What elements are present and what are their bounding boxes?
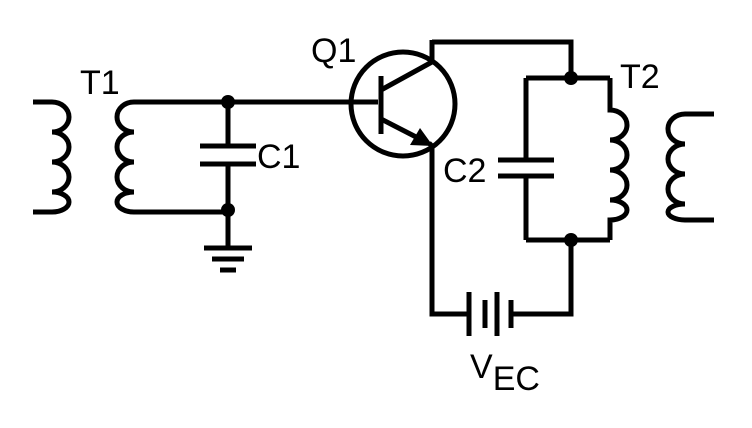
q1-emitter-arrow-icon bbox=[410, 128, 433, 146]
q1-collector-lead bbox=[379, 40, 435, 93]
label-c2: C2 bbox=[443, 152, 486, 190]
t2-secondary-coil bbox=[665, 111, 714, 223]
junction-dot-c1-top bbox=[221, 95, 235, 109]
label-c1: C1 bbox=[257, 138, 300, 176]
ground-icon bbox=[204, 245, 252, 273]
t2-primary-coil bbox=[607, 78, 630, 240]
wire-emitter-to-battery bbox=[429, 148, 470, 317]
label-t2: T2 bbox=[620, 58, 660, 96]
label-vec: VEC bbox=[470, 348, 540, 398]
junction-dot-tank-top bbox=[564, 71, 578, 85]
q1-emitter-lead bbox=[379, 116, 422, 142]
label-q1: Q1 bbox=[311, 32, 356, 70]
battery-icon bbox=[466, 292, 514, 336]
label-t1: T1 bbox=[80, 64, 120, 102]
wire-tank-to-battery bbox=[512, 240, 574, 317]
junction-dot-c1-bottom bbox=[221, 203, 235, 217]
wire-collector-to-tank bbox=[432, 39, 574, 78]
q1-transistor bbox=[348, 40, 458, 159]
t1-primary-coil bbox=[33, 99, 72, 215]
label-vec-sub: EC bbox=[493, 360, 540, 398]
label-vec-main: V bbox=[470, 348, 493, 386]
t1-secondary-coil bbox=[114, 99, 143, 215]
